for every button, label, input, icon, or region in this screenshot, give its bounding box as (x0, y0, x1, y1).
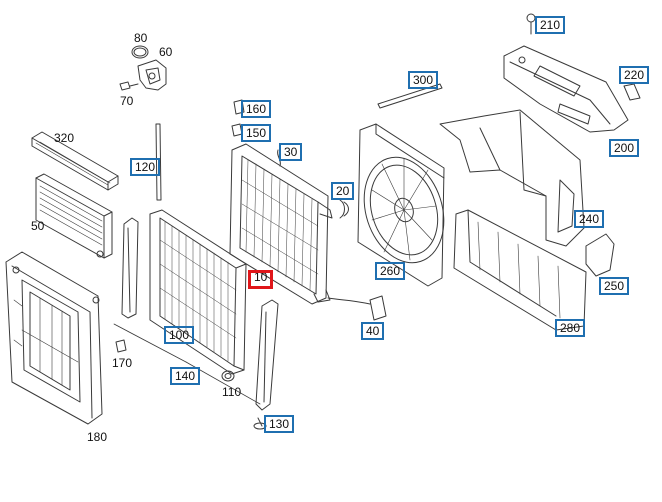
part-70-bolt (119, 81, 139, 91)
part-170-clip (115, 339, 127, 353)
part-160-fitting (233, 99, 245, 115)
label-120[interactable]: 120 (130, 158, 161, 176)
label-80: 80 (134, 31, 148, 45)
label-60: 60 (159, 45, 173, 59)
label-50: 50 (31, 219, 45, 233)
part-60-bracket (137, 59, 167, 91)
side-bracket-right (255, 299, 279, 411)
part-40-sensor (327, 295, 387, 321)
label-220[interactable]: 220 (619, 66, 650, 84)
part-20-clip (339, 199, 349, 219)
label-320: 320 (54, 131, 75, 145)
part-300-rod (377, 83, 443, 109)
part-180-frame (5, 251, 103, 425)
label-100[interactable]: 100 (164, 326, 195, 344)
label-110: 110 (222, 385, 242, 399)
label-260[interactable]: 260 (375, 262, 406, 280)
part-200-cover (503, 45, 629, 133)
side-bracket-left (121, 217, 139, 319)
part-320-cooler (31, 131, 119, 191)
label-160[interactable]: 160 (241, 100, 272, 118)
label-10-highlighted[interactable]: 10 (248, 270, 274, 289)
label-170: 170 (112, 356, 133, 370)
label-280[interactable]: 280 (555, 319, 586, 337)
part-10-radiator (229, 143, 333, 305)
label-150[interactable]: 150 (241, 124, 272, 142)
part-220-clip (623, 83, 641, 101)
label-130[interactable]: 130 (264, 415, 295, 433)
label-70: 70 (120, 94, 134, 108)
part-100-condenser (149, 209, 247, 375)
part-260-fan-shroud (357, 123, 445, 287)
part-50-oil-cooler (35, 173, 113, 259)
label-30[interactable]: 30 (279, 143, 303, 161)
label-20[interactable]: 20 (331, 182, 355, 200)
label-200[interactable]: 200 (609, 139, 640, 157)
part-240-duct (439, 109, 585, 247)
part-80-oring (131, 45, 149, 59)
part-110-nut (221, 370, 235, 382)
label-250[interactable]: 250 (599, 277, 630, 295)
part-250-bracket (585, 233, 615, 277)
label-210[interactable]: 210 (535, 16, 566, 34)
label-10-text: 10 (254, 270, 268, 284)
label-140[interactable]: 140 (170, 367, 201, 385)
part-210-bolt (526, 13, 536, 35)
label-240[interactable]: 240 (574, 210, 605, 228)
label-40[interactable]: 40 (361, 322, 385, 340)
label-300[interactable]: 300 (408, 71, 439, 89)
label-180: 180 (87, 430, 108, 444)
